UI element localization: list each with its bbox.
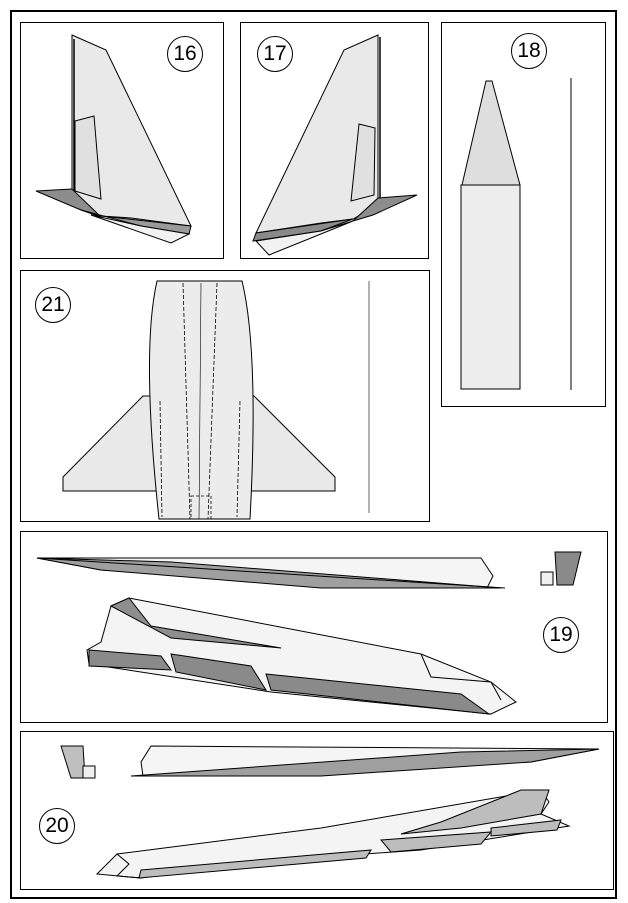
panel-21: 21 bbox=[20, 270, 430, 522]
nose-cone-tip bbox=[462, 81, 520, 185]
small-fin-icon bbox=[555, 552, 581, 585]
fuselage-body bbox=[149, 281, 253, 519]
panel-17: 17 bbox=[240, 22, 429, 259]
panel-20: 20 bbox=[20, 731, 614, 890]
nose-cone-body bbox=[461, 185, 520, 389]
step-number-19: 19 bbox=[543, 617, 579, 653]
small-fin-icon bbox=[61, 746, 85, 778]
step-number-20: 20 bbox=[39, 808, 75, 844]
step-number-18: 18 bbox=[511, 33, 547, 69]
step-number-21: 21 bbox=[35, 287, 71, 323]
small-fin-base-icon bbox=[83, 766, 95, 778]
step-number-16: 16 bbox=[167, 36, 203, 72]
panel-19: 19 bbox=[20, 531, 608, 723]
small-fin-base-icon bbox=[541, 572, 553, 585]
panel-16: 16 bbox=[20, 22, 224, 259]
side-strip-right-drawing bbox=[21, 732, 615, 891]
side-strip-left-drawing bbox=[21, 532, 609, 724]
wing-left bbox=[63, 396, 156, 491]
nose-cone-drawing bbox=[442, 23, 607, 408]
step-number-17: 17 bbox=[257, 36, 293, 72]
panel-18: 18 bbox=[441, 22, 606, 407]
fuselage-wings-drawing bbox=[21, 271, 431, 523]
wing-right bbox=[243, 396, 335, 491]
